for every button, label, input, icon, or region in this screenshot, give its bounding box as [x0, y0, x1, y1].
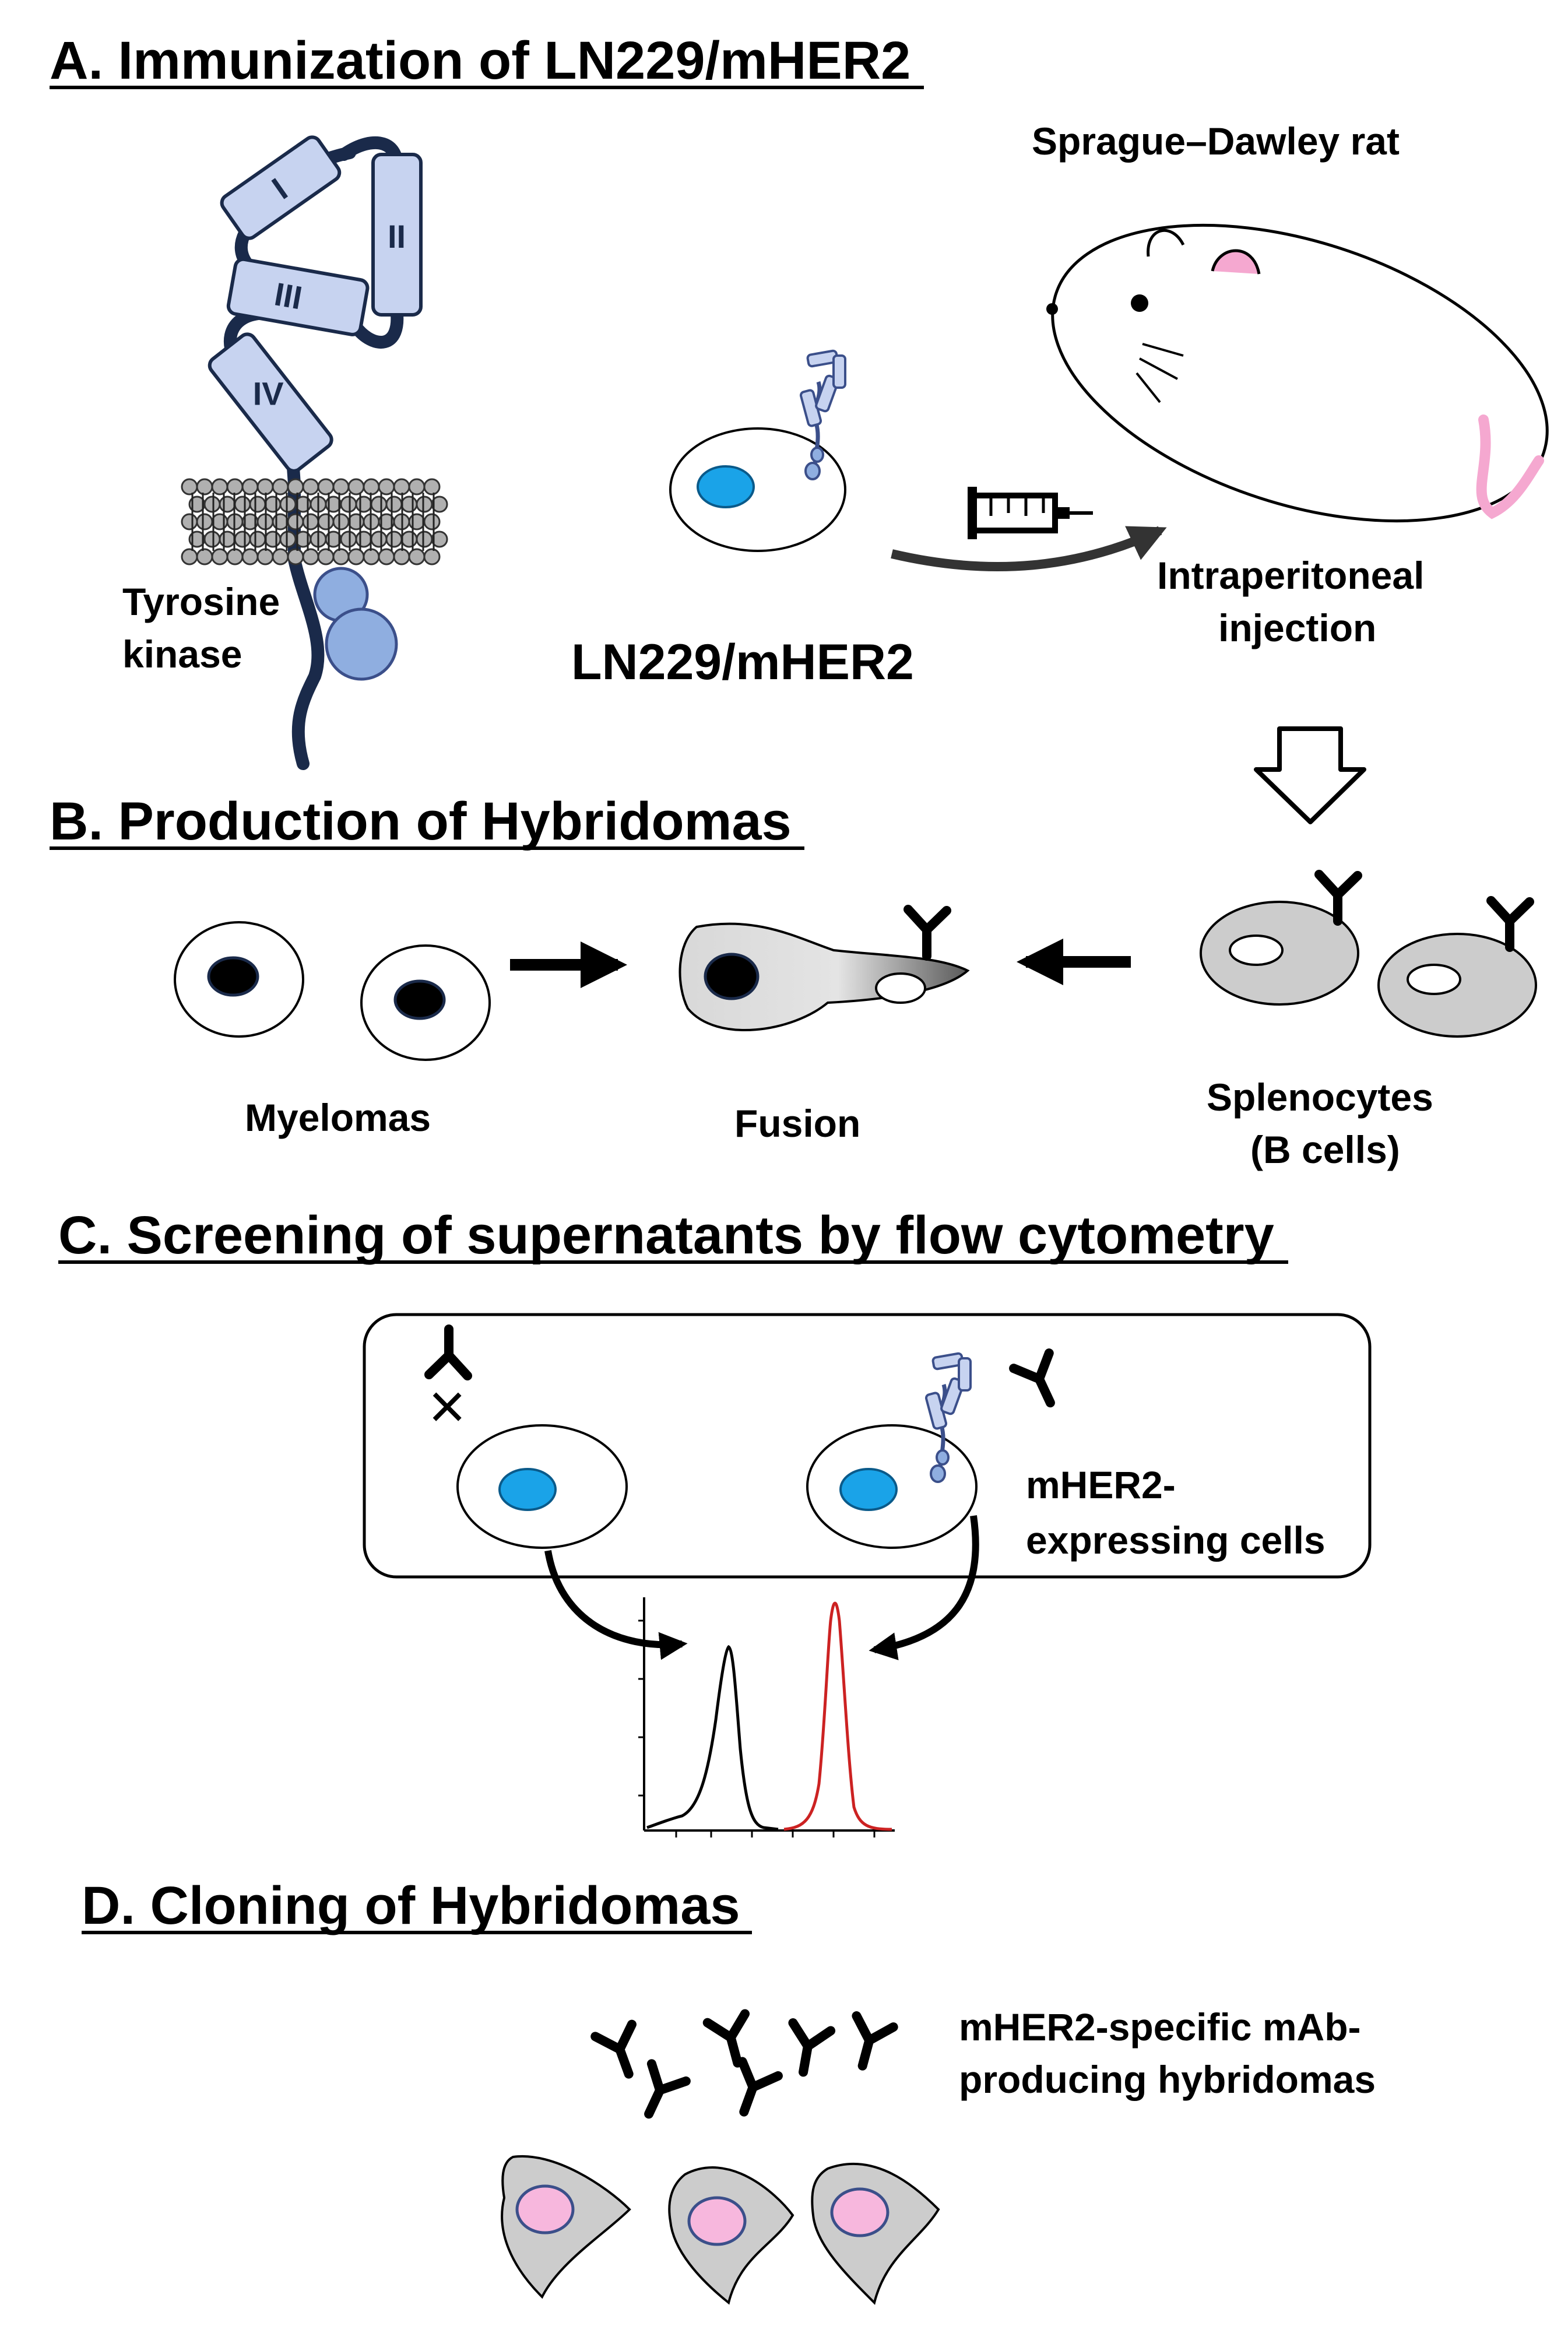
domain-iv-label: IV — [253, 375, 284, 412]
domain-iii: III — [226, 257, 370, 336]
rat-tail — [1476, 414, 1544, 519]
positive-to-histogram-arrow — [869, 1515, 979, 1660]
kinase-domain-large — [325, 607, 398, 681]
hollow-down-arrow — [1254, 726, 1366, 824]
myeloma-cell — [174, 921, 304, 1038]
section-d: D. Cloning of Hybridomas mHER2-specific … — [82, 1876, 1376, 2305]
secreted-antibody — [708, 2013, 757, 2068]
rat-nose — [1046, 303, 1058, 315]
secreted-antibody — [632, 2064, 687, 2122]
section-d-title: D. Cloning of Hybridomas — [82, 1876, 740, 1935]
domain-i: I — [220, 135, 342, 240]
myeloma-cell — [360, 944, 491, 1061]
rat-body — [1051, 223, 1549, 523]
hybridoma-cell — [668, 2166, 794, 2305]
splenocytes-label-2: (B cells) — [1250, 1128, 1400, 1171]
negative-cell — [456, 1424, 628, 1549]
section-b: B. Production of Hybridomas M — [50, 792, 1537, 1171]
fusion-label: Fusion — [734, 1102, 860, 1145]
myelomas-label: Myelomas — [245, 1096, 431, 1139]
injection-label-1: Intraperitoneal — [1157, 554, 1424, 597]
domain-iv: IV — [208, 332, 333, 473]
hybridoma-cell — [811, 2162, 940, 2305]
secreted-antibody — [726, 2061, 778, 2118]
rat-eye — [1131, 294, 1148, 312]
rat-label: Sprague–Dawley rat — [1032, 120, 1400, 163]
injection-arrow — [891, 526, 1167, 572]
secreted-antibody — [845, 2016, 894, 2071]
domain-iii-label: III — [272, 275, 305, 316]
histogram-positive-peak — [783, 1601, 892, 1831]
fusion-antibody — [908, 909, 947, 956]
syringe-icon — [968, 487, 1093, 539]
domain-ii: II — [371, 153, 423, 317]
rat-whiskers — [1135, 343, 1184, 403]
ln229-cell: LN229/mHER2 — [571, 350, 914, 690]
specific-hybridomas-label-2: producing hybridomas — [959, 2058, 1376, 2101]
splenocyte-cell — [1377, 901, 1537, 1038]
secreted-antibody — [595, 2023, 647, 2081]
hybridoma-cell — [501, 2155, 631, 2299]
section-a: A. Immunization of LN229/mHER2 I II III … — [50, 31, 1549, 824]
histogram-negative-peak — [646, 1645, 779, 1831]
specific-hybridomas-label-1: mHER2-specific mAb- — [959, 2005, 1361, 2049]
ln229-label: LN229/mHER2 — [571, 634, 914, 690]
fusion-cell — [678, 909, 970, 1031]
her2-receptor: I II III IV Tyrosine kinase — [122, 135, 448, 770]
expressing-cells-label-1: mHER2- — [1026, 1463, 1176, 1506]
tyrosine-kinase-label-2: kinase — [122, 633, 242, 676]
no-binding-mark: × — [428, 1371, 466, 1442]
rat-ear-left — [1147, 229, 1185, 257]
rat-ear-right — [1211, 249, 1261, 275]
ln229-cell-body — [669, 427, 846, 552]
splenocyte-cell — [1200, 874, 1358, 1006]
tyrosine-kinase-label-1: Tyrosine — [122, 580, 280, 623]
domain-ii-label: II — [388, 218, 406, 255]
rat-illustration: Sprague–Dawley rat — [1032, 120, 1549, 523]
negative-to-histogram-arrow — [544, 1550, 688, 1660]
splenocytes-label-1: Splenocytes — [1207, 1076, 1433, 1119]
section-c-title: C. Screening of supernatants by flow cyt… — [58, 1206, 1274, 1265]
expressing-cells-label-2: expressing cells — [1026, 1519, 1326, 1562]
mher2-positive-cell — [806, 1352, 1068, 1549]
ln229-nucleus — [697, 465, 755, 508]
histogram-ticks — [638, 1619, 876, 1837]
secreted-antibody — [785, 2023, 831, 2075]
section-a-title: A. Immunization of LN229/mHER2 — [50, 31, 910, 90]
lipid-bilayer — [181, 478, 448, 565]
section-b-title: B. Production of Hybridomas — [50, 792, 792, 851]
section-c: C. Screening of supernatants by flow cyt… — [58, 1206, 1372, 1837]
flow-cytometry-histogram — [638, 1597, 895, 1837]
injection-label-2: injection — [1218, 606, 1376, 649]
